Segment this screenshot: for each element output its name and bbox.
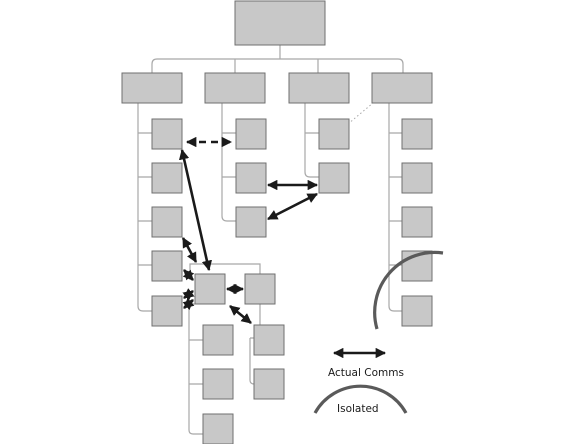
comm-arrow-col1-3	[181, 237, 198, 263]
org-box-col2-3	[235, 206, 267, 238]
org-box-manager-1	[121, 72, 183, 104]
communication-arrows	[178, 136, 319, 325]
legend-isolated-arc	[313, 384, 408, 414]
comm-arrow-long	[178, 148, 213, 272]
connector-top	[151, 45, 404, 73]
org-box-col1-4	[151, 250, 183, 282]
comm-arrow-col1-5-down	[182, 297, 195, 311]
org-box-manager-3	[288, 72, 350, 104]
legend-isolated-label: Isolated	[337, 403, 379, 415]
connector-col4	[388, 103, 402, 312]
org-box-sub-1	[202, 324, 234, 356]
org-box-sub-5	[253, 368, 285, 400]
org-box-manager-2	[204, 72, 266, 104]
connector-dotted	[347, 102, 374, 125]
org-box-col4-5	[401, 295, 433, 327]
org-box-col3-1	[318, 118, 350, 150]
org-box-hub-peer	[244, 273, 276, 305]
org-box-col1-3	[151, 206, 183, 238]
org-box-col1-5	[151, 295, 183, 327]
connector-subteam	[188, 263, 261, 435]
org-box-manager-4	[371, 72, 433, 104]
comm-arrow-hub-sub	[229, 304, 252, 325]
org-box-col4-3	[401, 206, 433, 238]
org-box-col1-1	[151, 118, 183, 150]
org-box-col2-1	[235, 118, 267, 150]
comm-arrow-col1-4	[182, 269, 195, 281]
org-box-col4-2	[401, 162, 433, 194]
isolation-arc	[373, 250, 444, 330]
org-box-sub-2	[202, 368, 234, 400]
tree-connectors	[137, 45, 404, 435]
legend: Actual Comms Isolated	[313, 347, 408, 415]
connector-col3	[304, 103, 319, 178]
connector-col1	[137, 103, 152, 312]
legend-actual-comms-label: Actual Comms	[328, 367, 404, 379]
org-box-sub-4	[253, 324, 285, 356]
org-box-col4-1	[401, 118, 433, 150]
org-box-col2-2	[235, 162, 267, 194]
org-box-sub-3	[202, 413, 234, 444]
org-box-col1-2	[151, 162, 183, 194]
comm-arrow-col1-5-up	[182, 288, 195, 301]
org-box-top	[234, 0, 326, 46]
org-box-hub	[194, 273, 226, 305]
org-boxes	[121, 0, 433, 444]
connector-col2	[221, 103, 236, 222]
org-box-col3-2	[318, 162, 350, 194]
comm-arrow-col2-diag	[267, 192, 318, 221]
